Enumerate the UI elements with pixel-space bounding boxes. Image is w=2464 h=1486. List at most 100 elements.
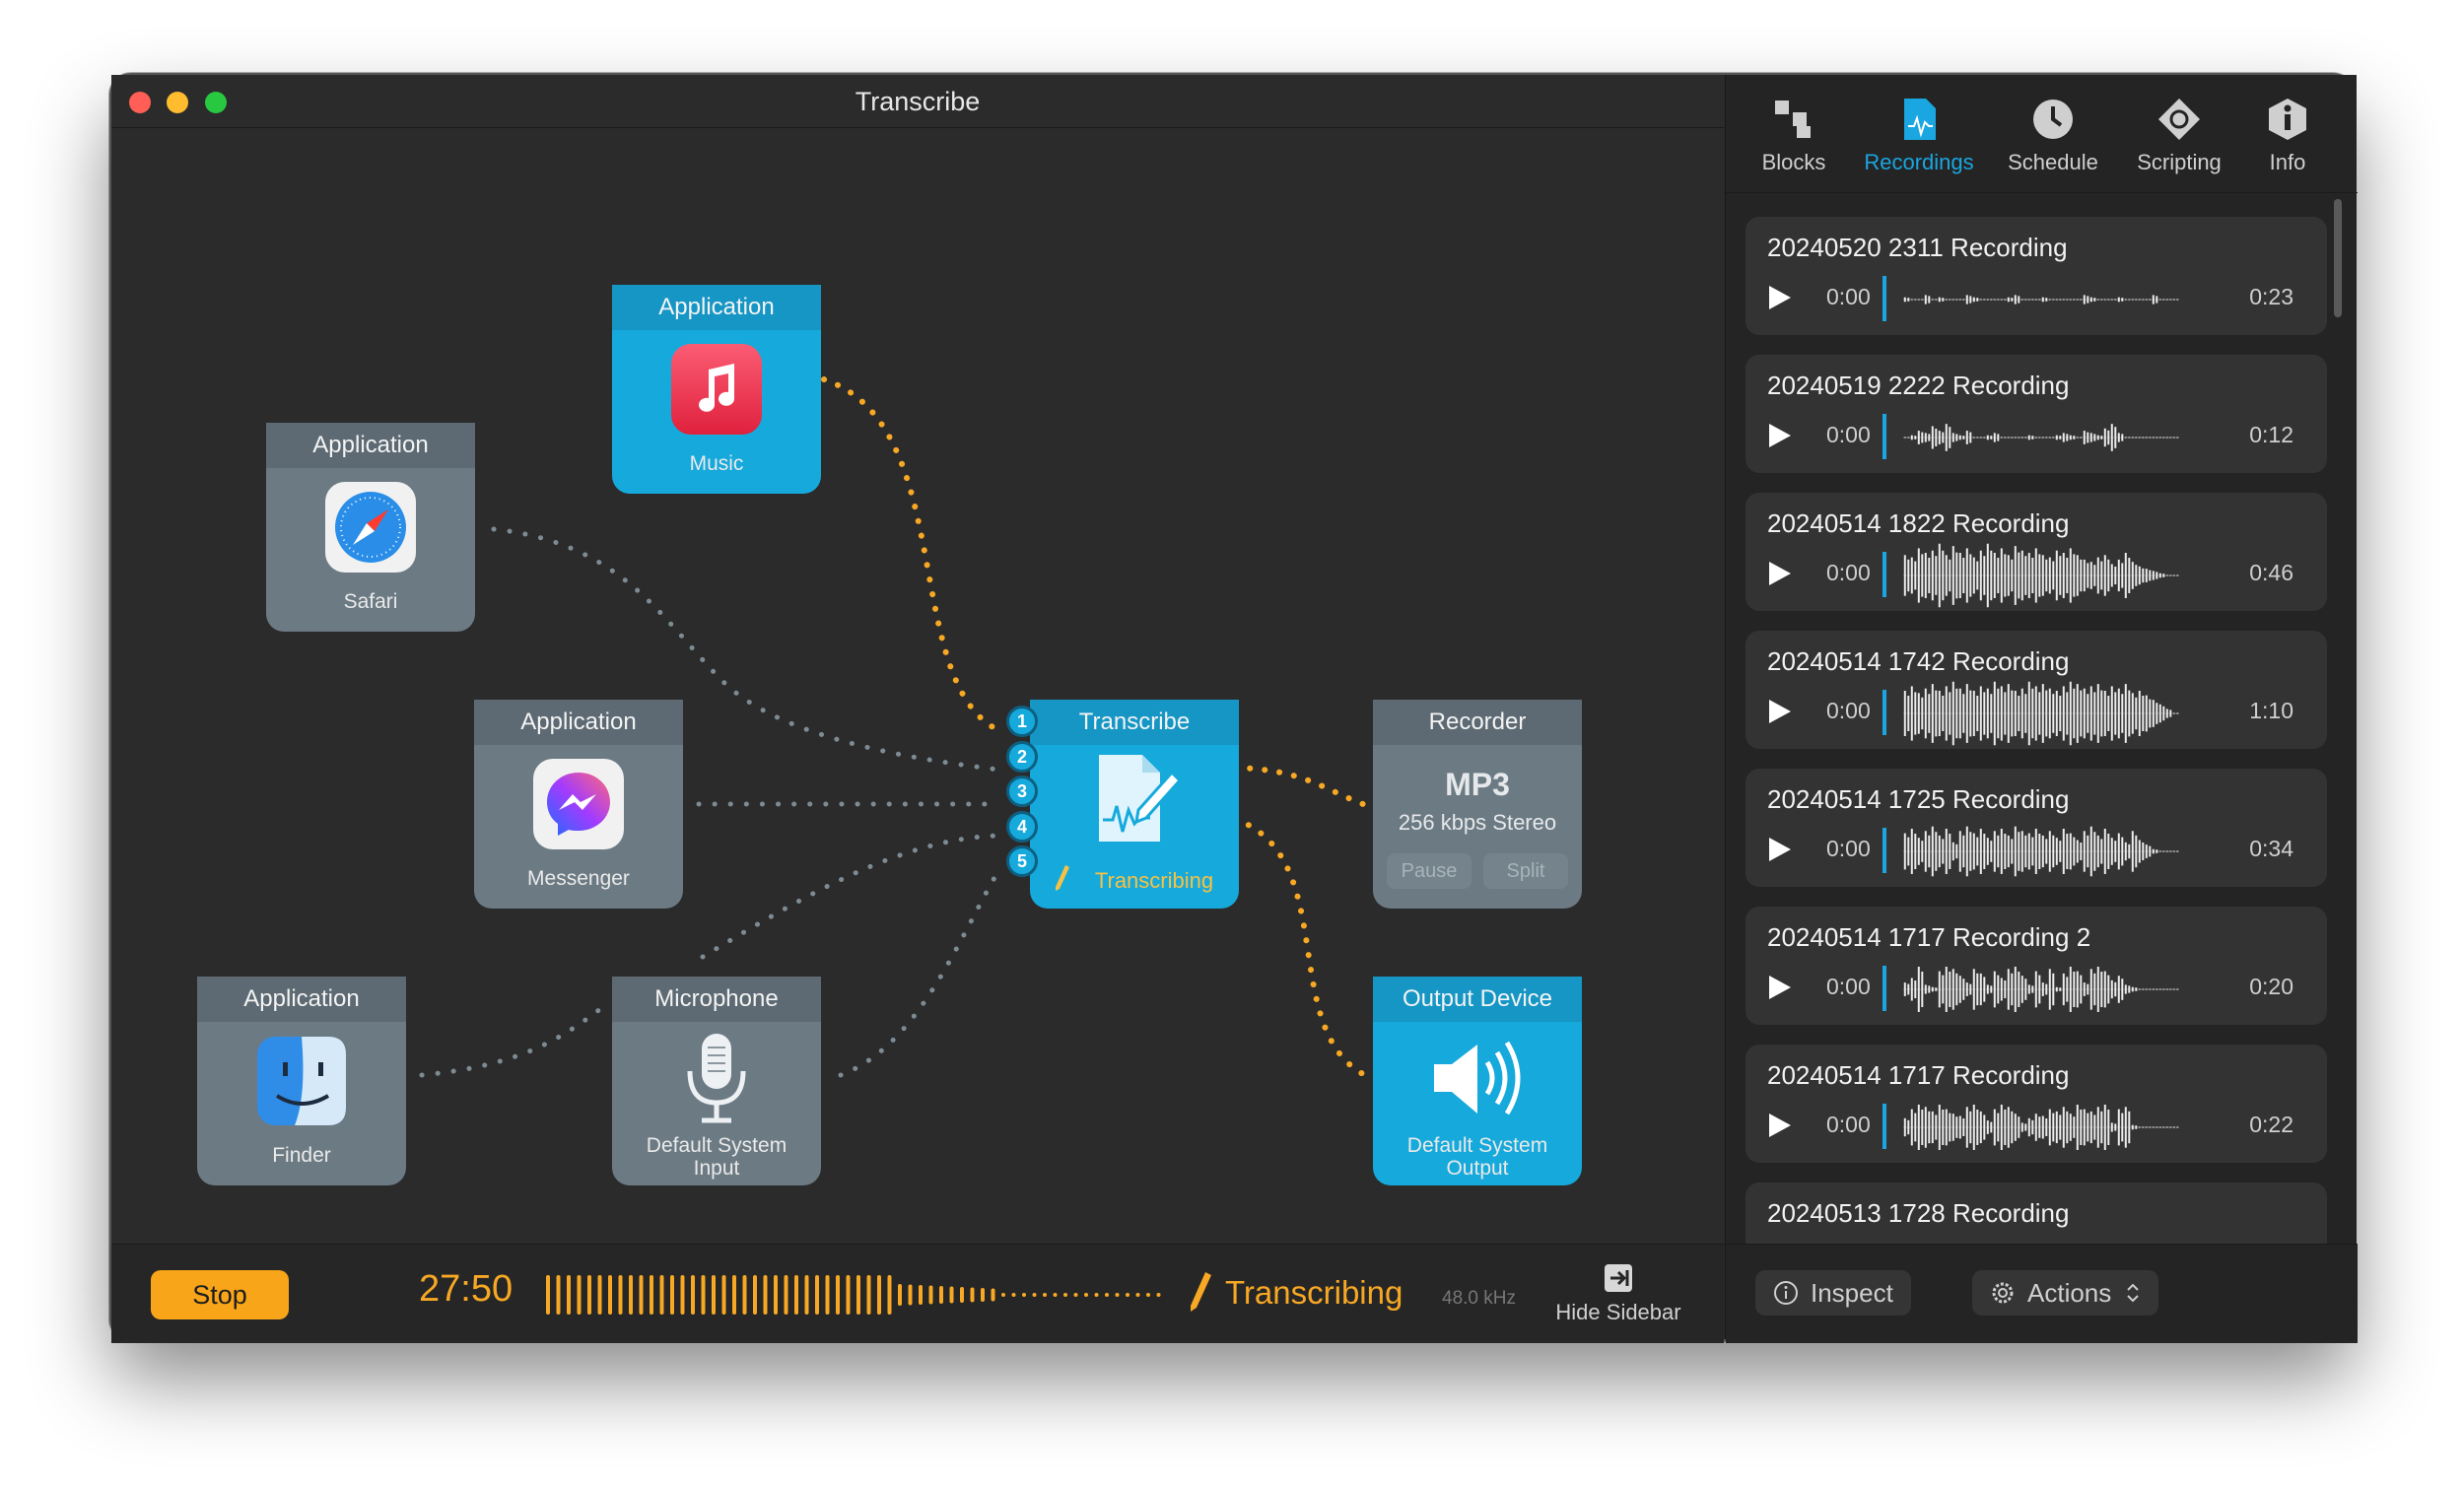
main-area: Transcribe Application Mu [111,75,1724,1343]
level-meter [546,1275,1161,1315]
recording-title: 20240514 1742 Recording [1767,646,2070,676]
playhead[interactable] [1882,828,1886,873]
music-icon [671,344,762,435]
tab-blocks[interactable]: Blocks [1735,97,1853,175]
hide-sidebar-button[interactable]: Hide Sidebar [1544,1262,1692,1331]
pause-button[interactable]: Pause [1387,853,1472,889]
blocks-canvas[interactable]: Application Music Application Saf [111,129,1724,1243]
playhead[interactable] [1882,1104,1886,1149]
hide-sidebar-icon [1605,1264,1632,1292]
input-port[interactable]: 4 [1006,811,1038,843]
block-label-line1: Default System [646,1134,787,1157]
recording-duration: 0:22 [2249,1112,2293,1137]
tab-label: Info [2269,150,2306,174]
play-icon[interactable] [1767,422,1793,449]
tab-info[interactable]: Info [2228,97,2347,175]
stop-button[interactable]: Stop [151,1270,289,1319]
play-icon[interactable] [1767,836,1793,863]
split-button[interactable]: Split [1483,853,1568,889]
gear-icon [1992,1282,2014,1304]
app-window: Transcribe Application Mu [109,73,2358,1343]
scripting-icon [2158,99,2200,140]
pencil-icon [1052,863,1071,893]
play-icon[interactable] [1767,560,1793,587]
recording-duration: 0:12 [2249,422,2293,447]
waveform[interactable] [1903,543,2179,608]
recording-duration: 0:20 [2249,974,2293,999]
sample-rate: 48.0 kHz [1442,1288,1516,1309]
block-transcribe[interactable]: Transcribe Transcribing [1030,700,1239,909]
block-messenger[interactable]: Application Messenger [474,700,683,909]
recording-title: 20240514 1717 Recording [1767,1060,2070,1090]
tab-recordings[interactable]: Recordings [1860,97,1978,175]
block-safari[interactable]: Application Safari [266,423,475,632]
recording-title: 20240514 1725 Recording [1767,784,2070,814]
zoom-button[interactable] [205,92,227,113]
tab-scripting[interactable]: Scripting [2120,97,2238,175]
sidebar-bottom-bar: Inspect Actions [1726,1244,2358,1343]
block-music[interactable]: Application Music [612,285,821,494]
chevron-updown-icon [2127,1283,2139,1303]
minimize-button[interactable] [167,92,188,113]
block-microphone[interactable]: Microphone Default System I [612,977,821,1185]
sidebar-toolbar: Blocks Recordings Schedule Scripting [1726,75,2358,193]
play-icon[interactable] [1767,284,1793,311]
inspect-button[interactable]: Inspect [1755,1270,1911,1316]
tab-schedule[interactable]: Schedule [1994,97,2112,175]
play-icon[interactable] [1767,974,1793,1001]
close-button[interactable] [129,92,151,113]
title-bar: Transcribe [111,75,1724,128]
bottom-bar: Stop 27:50 Transcribing 48.0 kHz Hide Si… [111,1244,1724,1343]
playhead[interactable] [1882,966,1886,1011]
recording-start-time: 0:00 [1826,974,1871,999]
block-finder[interactable]: Application Finder [197,977,406,1185]
block-header: Transcribe [1030,700,1239,745]
info-circle-icon [1774,1281,1798,1305]
input-port[interactable]: 3 [1006,776,1038,807]
block-recorder[interactable]: Recorder MP3 256 kbps Stereo Pause Split [1373,700,1582,909]
playhead[interactable] [1882,414,1886,459]
block-label-line2: Input [693,1157,740,1180]
recording-item[interactable]: 20240514 1717 Recording 2 0:00 0:20 [1745,907,2327,1025]
waveform[interactable] [1903,824,2179,879]
input-port[interactable]: 1 [1006,706,1038,737]
tab-label: Scripting [2137,150,2222,174]
actions-button[interactable]: Actions [1972,1270,2159,1316]
playhead[interactable] [1882,276,1886,321]
waveform[interactable] [1903,1100,2179,1155]
recording-title: 20240514 1717 Recording 2 [1767,922,2091,952]
block-header: Microphone [612,977,821,1022]
playhead[interactable] [1882,690,1886,735]
window-title: Transcribe [855,87,981,116]
block-label-line1: Default System [1406,1134,1548,1157]
recordings-scrollbar[interactable] [2334,199,2342,317]
block-label: Finder [272,1144,331,1167]
input-port[interactable]: 2 [1006,741,1038,773]
connection-wires [419,376,1374,1081]
block-label: Default System Output [1373,1134,1582,1180]
waveform[interactable] [1903,681,2179,746]
transcribe-status: Transcribing [1094,868,1214,893]
block-output-device[interactable]: Output Device Default System Output [1373,977,1582,1185]
play-icon[interactable] [1767,1112,1793,1139]
waveform[interactable] [1903,272,2179,327]
recording-title: 20240513 1728 Recording [1767,1198,2070,1228]
playhead[interactable] [1882,552,1886,597]
wire-microphone [838,868,1001,1078]
recorder-detail: 256 kbps Stereo [1398,810,1557,835]
waveform[interactable] [1903,962,2179,1017]
transcribe-document-icon [1089,753,1183,844]
input-port[interactable]: 5 [1006,845,1038,877]
play-icon[interactable] [1767,698,1793,725]
safari-icon [325,482,416,573]
waveform[interactable] [1903,410,2179,465]
block-label: Music [689,452,744,475]
recording-start-time: 0:00 [1826,836,1871,861]
